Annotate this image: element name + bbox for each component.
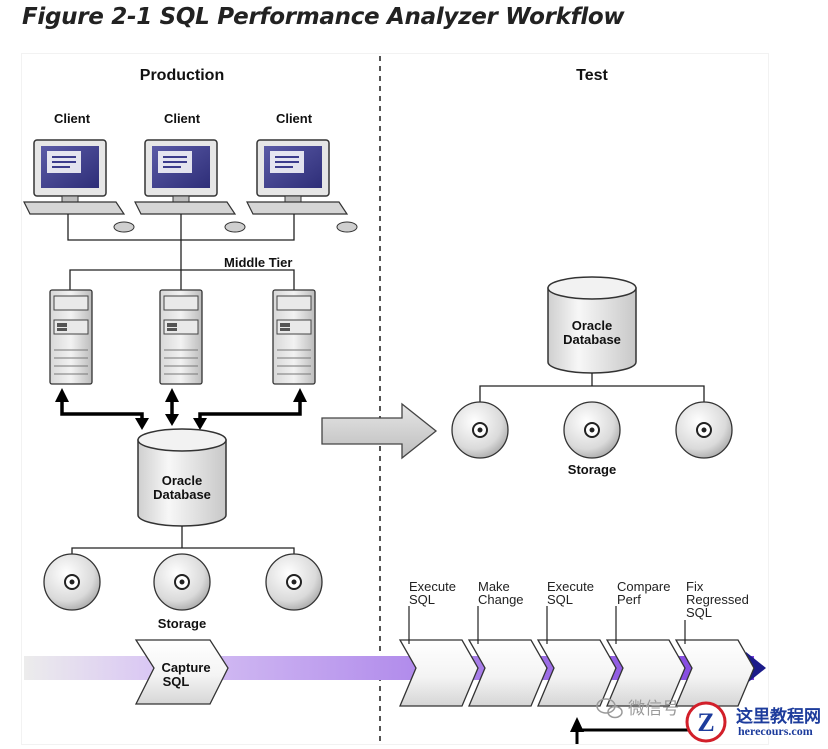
workflow-step-chevrons xyxy=(398,639,755,707)
capture-sql-step xyxy=(134,639,229,705)
server-icon xyxy=(272,289,316,385)
step5-line2: Regressed xyxy=(686,592,749,607)
step1-line2: SQL xyxy=(409,592,435,607)
server-icon xyxy=(49,289,93,385)
middle-tier-label: Middle Tier xyxy=(224,255,292,270)
step3-line1: Execute xyxy=(547,579,594,594)
disc-icon xyxy=(265,553,323,611)
client-label-1: Client xyxy=(54,111,91,126)
figure-title: Figure 2-1 SQL Performance Analyzer Work… xyxy=(22,4,625,30)
step2-line2: Change xyxy=(478,592,524,607)
step1-line1: Execute xyxy=(409,579,456,594)
production-title: Production xyxy=(140,67,224,84)
fix-regressed-sql-step xyxy=(674,639,755,707)
server-icon xyxy=(159,289,203,385)
capture-step-line1: Capture xyxy=(161,660,210,675)
execute-sql-step xyxy=(398,639,479,707)
step3-line2: SQL xyxy=(547,592,573,607)
database-icon xyxy=(137,428,227,527)
client-label-2: Client xyxy=(164,111,201,126)
test-storage-label: Storage xyxy=(568,462,616,477)
logo-letter: Z xyxy=(697,708,714,737)
make-change-step xyxy=(467,639,548,707)
compare-perf-step xyxy=(605,639,686,707)
step2-line1: Make xyxy=(478,579,510,594)
step5-line1: Fix xyxy=(686,579,704,594)
client-network-lines xyxy=(67,214,295,290)
disc-icon xyxy=(675,401,733,459)
logo-url: herecours.com xyxy=(738,724,813,738)
production-database-label-line1: Oracle xyxy=(162,473,202,488)
database-icon xyxy=(547,276,637,374)
production-database-label-line2: Database xyxy=(153,487,211,502)
client-label-3: Client xyxy=(276,111,313,126)
site-logo: Z 这里教程网 herecours.com xyxy=(682,700,828,744)
wechat-icon xyxy=(596,698,623,719)
logo-name: 这里教程网 xyxy=(736,707,821,727)
production-storage-label: Storage xyxy=(158,616,206,631)
arrowheads xyxy=(55,388,307,430)
execute-sql-step-2 xyxy=(536,639,617,707)
test-database-label-line2: Database xyxy=(563,332,621,347)
transfer-arrow-icon xyxy=(321,402,438,460)
test-title: Test xyxy=(576,67,608,84)
step-callout-lines xyxy=(408,606,686,644)
client-computer-icon xyxy=(246,139,358,233)
step5-line3: SQL xyxy=(686,605,712,620)
logo-badge-icon: Z xyxy=(685,701,727,743)
step4-line2: Perf xyxy=(617,592,641,607)
capture-step-line2: SQL xyxy=(163,674,190,689)
server-database-arrows xyxy=(60,400,302,420)
test-storage-lines xyxy=(479,373,705,404)
test-database-label-line1: Oracle xyxy=(572,318,612,333)
watermark-text: 微信号 xyxy=(628,699,679,719)
step4-line1: Compare xyxy=(617,579,670,594)
client-computer-icon xyxy=(134,139,246,233)
disc-icon xyxy=(451,401,509,459)
loop-back-arrow-icon xyxy=(570,717,688,744)
disc-icon xyxy=(153,553,211,611)
client-computer-icon xyxy=(23,139,135,233)
disc-icon xyxy=(563,401,621,459)
disc-icon xyxy=(43,553,101,611)
production-storage-lines xyxy=(71,526,295,556)
